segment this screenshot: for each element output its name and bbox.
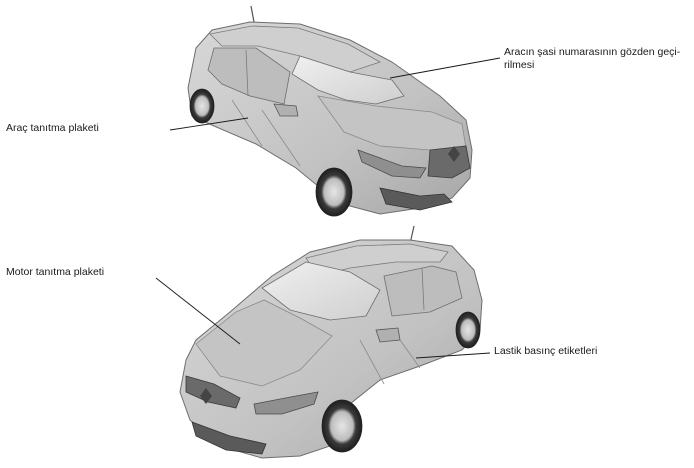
chassis-number-callout-line1: Aracın şasi numarasının gözden geçi- (504, 46, 681, 58)
top-car-illustration (187, 5, 473, 217)
vehicle-id-plate-callout: Araç tanıtma plaketi (6, 122, 99, 134)
chassis-number-callout-line2: rilmesi (504, 59, 535, 71)
bottom-car-illustration (179, 225, 483, 459)
engine-id-plate-callout: Motor tanıtma plaketi (6, 266, 105, 278)
leader-line-engine-plate (155, 277, 241, 345)
leader-line-tyre-pressure (415, 352, 491, 359)
leader-line-vehicle-plate (169, 117, 249, 131)
leader-line-chassis (389, 57, 501, 79)
chassis-number-callout: Aracın şasi numarasının gözden geçi- ril… (504, 46, 680, 72)
tyre-pressure-labels-callout: Lastik basınç etiketleri (494, 345, 598, 357)
